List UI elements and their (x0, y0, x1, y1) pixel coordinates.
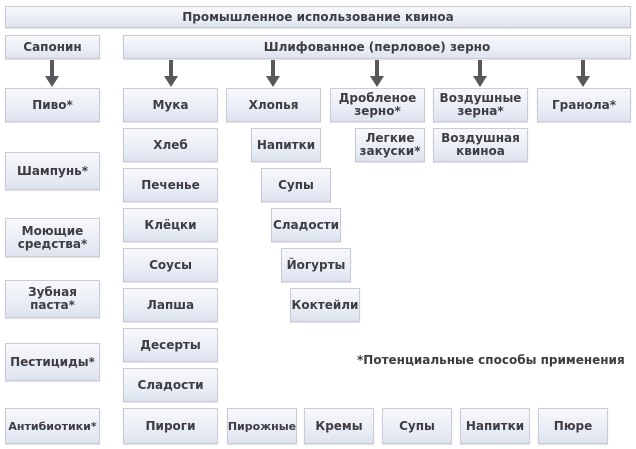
flakes-use-box: Коктейли (290, 288, 360, 322)
flour-use-box: Десерты (123, 328, 218, 362)
saponin-box: Сапонин (5, 35, 100, 59)
saponin-use-box: Пестициды* (5, 343, 100, 381)
saponin-use-box: Моющие средства* (5, 218, 100, 257)
flakes-use-box: Йогурты (281, 248, 351, 282)
category-box-puffed: Воздушные зерна* (433, 88, 528, 122)
saponin-use-box: Зубная паста* (5, 280, 100, 318)
category-box-flakes: Хлопья (226, 88, 321, 122)
category-box-flour: Мука (123, 88, 218, 122)
bottom-use-box: Пюре (538, 408, 608, 444)
flour-use-box: Печенье (123, 168, 218, 202)
title-box: Промышленное использование квиноа (5, 6, 631, 28)
polished-grain-box: Шлифованное (перловое) зерно (123, 35, 631, 59)
footnote: *Потенциальные способы применения (357, 353, 625, 367)
puffed-use-box: Воздушная квиноа (433, 128, 528, 162)
flour-use-box: Пироги (123, 408, 218, 444)
saponin-use-box: Шампунь* (5, 152, 100, 190)
saponin-use-box: Антибиотики* (5, 408, 100, 444)
saponin-use-box: Пиво* (5, 88, 100, 122)
flakes-use-box: Напитки (251, 128, 321, 162)
bottom-use-box: Пирожные (227, 408, 297, 444)
flakes-use-box: Сладости (271, 208, 341, 242)
flour-use-box: Клёцки (123, 208, 218, 242)
crushed-use-box: Легкие закуски* (355, 128, 425, 162)
bottom-use-box: Супы (382, 408, 452, 444)
category-box-granola: Гранола* (537, 88, 631, 122)
bottom-use-box: Кремы (304, 408, 374, 444)
flour-use-box: Лапша (123, 288, 218, 322)
flour-use-box: Соусы (123, 248, 218, 282)
flakes-use-box: Супы (261, 168, 331, 202)
flour-use-box: Хлеб (123, 128, 218, 162)
bottom-use-box: Напитки (460, 408, 530, 444)
category-box-crushed: Дробленое зерно* (330, 88, 425, 122)
flour-use-box: Сладости (123, 368, 218, 402)
